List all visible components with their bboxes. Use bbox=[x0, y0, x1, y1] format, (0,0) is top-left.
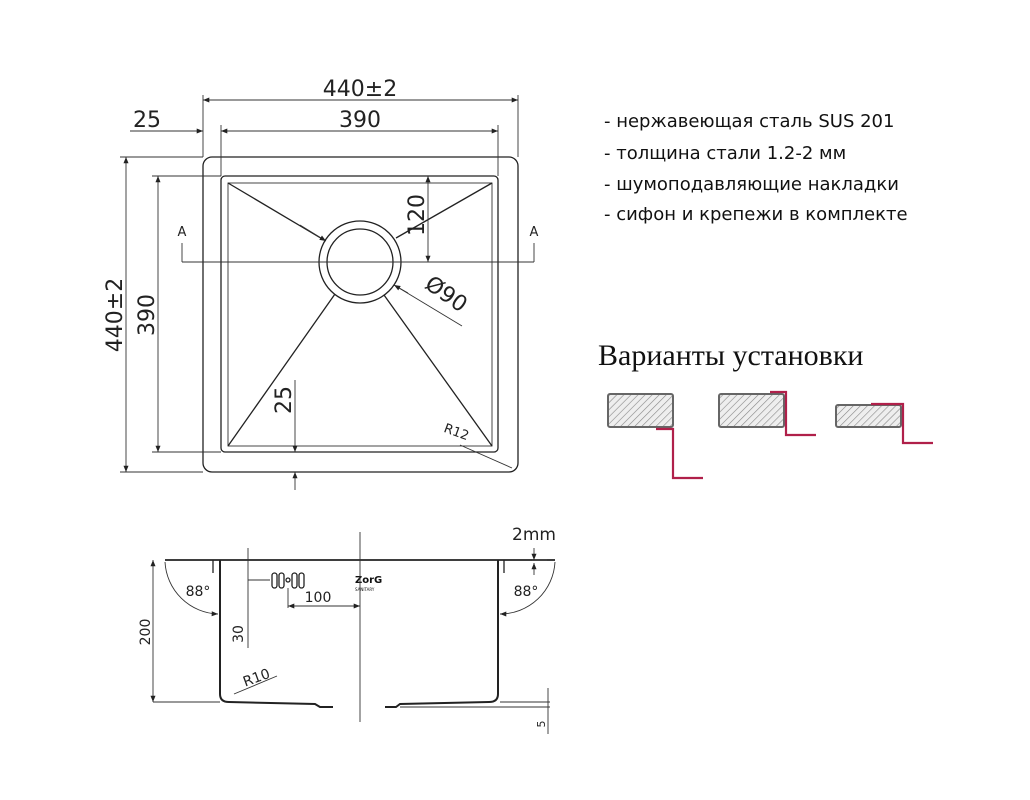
dim-angle-right: 88° bbox=[514, 584, 539, 600]
bowl-slope-lines bbox=[227, 182, 493, 447]
sink-bowl bbox=[220, 175, 499, 453]
dim-drain-diameter: Ø90 bbox=[420, 271, 471, 317]
dim-depth: 200 bbox=[138, 619, 154, 646]
spec-item: - толщина стали 1.2-2 мм bbox=[604, 143, 846, 164]
dim-bottom-offset: 25 bbox=[272, 386, 297, 414]
install-title: Варианты установки bbox=[598, 339, 863, 372]
side-dimension-lines bbox=[150, 532, 556, 734]
spec-item: - сифон и крепежи в комплекте bbox=[604, 204, 908, 225]
dim-corner-radius: R12 bbox=[442, 421, 471, 444]
top-view: 440±2 390 25 440±2 390 120 Ø90 25 R12 A … bbox=[103, 77, 539, 490]
spec-list: - нержавеющая сталь SUS 201 - толщина ст… bbox=[604, 111, 908, 225]
dim-bowl-depth: 390 bbox=[135, 294, 160, 336]
dim-flange-offset: 25 bbox=[133, 108, 161, 133]
dimension-lines bbox=[120, 95, 535, 490]
install-variant-undermount bbox=[607, 393, 703, 480]
spec-item: - нержавеющая сталь SUS 201 bbox=[604, 111, 894, 132]
dim-overflow-offset: 100 bbox=[305, 590, 332, 606]
brand-logo: ZorG bbox=[355, 575, 382, 586]
sink-outer-rim bbox=[202, 156, 519, 473]
install-variant-flush bbox=[718, 390, 816, 437]
dim-thickness: 2mm bbox=[512, 525, 556, 545]
sink-bowl-bottom bbox=[227, 182, 493, 447]
spec-item: - шумоподавляющие накладки bbox=[604, 174, 899, 195]
dim-bowl-width: 390 bbox=[339, 108, 381, 133]
dim-bottom-radius: R10 bbox=[241, 666, 272, 690]
dim-overall-depth: 440±2 bbox=[103, 278, 128, 352]
brand-logo-sub: SANITARY bbox=[355, 587, 375, 592]
dim-overflow-height: 30 bbox=[231, 625, 247, 643]
section-mark-right: A bbox=[530, 225, 539, 240]
overflow-slots bbox=[271, 572, 305, 589]
dim-overall-width: 440±2 bbox=[323, 77, 397, 102]
dim-drain-offset: 120 bbox=[405, 194, 430, 236]
side-view: ZorG SANITARY 2mm 88° 88° 200 30 100 R10… bbox=[138, 525, 556, 734]
dim-bottom-step: 5 bbox=[535, 721, 548, 728]
dim-angle-left: 88° bbox=[186, 584, 211, 600]
section-mark-left: A bbox=[178, 225, 187, 240]
install-variant-overmount bbox=[835, 402, 933, 445]
